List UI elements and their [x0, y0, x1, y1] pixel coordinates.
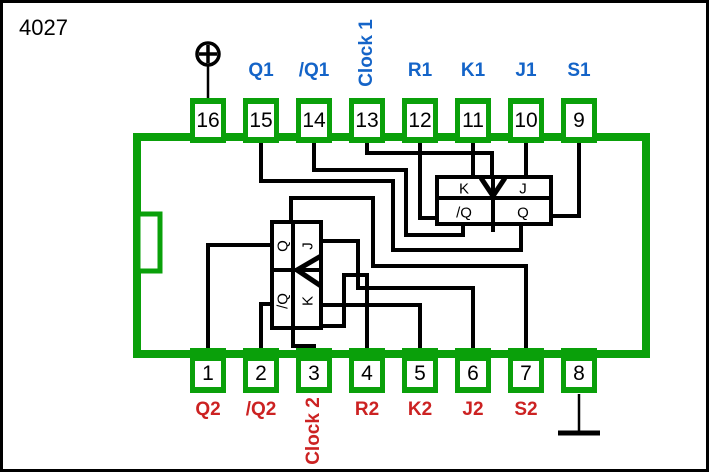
- wire-nq2: [259, 302, 272, 350]
- pin-number-12: 12: [407, 104, 433, 137]
- pin-3: 3: [296, 348, 332, 393]
- pin-label-r1: R1: [407, 60, 433, 81]
- pin-number-2: 2: [248, 361, 274, 387]
- pin-12: 12: [402, 98, 438, 143]
- flipflop2-box: Q J /Q K: [270, 220, 323, 330]
- pin-2: 2: [243, 348, 279, 393]
- pin-number-11: 11: [460, 104, 486, 137]
- wire-r1: [418, 141, 437, 220]
- pin-number-15: 15: [248, 104, 274, 137]
- pin-label-q1: Q1: [248, 60, 274, 81]
- pin-label-r2: R2: [354, 399, 380, 420]
- wire-q2: [206, 243, 272, 350]
- pin-number-13: 13: [354, 104, 380, 137]
- flipflop1-box: K J /Q Q: [435, 175, 553, 226]
- flipflop2-cell-nq: /Q: [275, 293, 292, 309]
- pin-label-s1: S1: [567, 60, 591, 81]
- pin-label--q1: /Q1: [298, 60, 330, 81]
- flipflop2-clock-triangle-icon: [292, 253, 323, 289]
- flipflop1-cell-k: K: [459, 181, 469, 198]
- power-icon: [195, 41, 221, 98]
- pin-number-10: 10: [513, 104, 539, 137]
- flipflop1-cell-nq: /Q: [456, 205, 472, 222]
- pin-9: 9: [561, 98, 597, 143]
- wire-j2: [321, 239, 475, 350]
- pin-label-j1: J1: [515, 60, 537, 81]
- flipflop2-cell-q: Q: [275, 240, 292, 252]
- pin-label-clock-1: Clock 1: [356, 19, 377, 87]
- pin-label--q2: /Q2: [245, 399, 277, 420]
- flipflop2-cell-j: J: [300, 242, 317, 250]
- pin-number-6: 6: [460, 361, 486, 387]
- pin-13: 13: [349, 98, 385, 143]
- pin-number-14: 14: [301, 104, 327, 137]
- pin-number-7: 7: [513, 361, 539, 387]
- pin-number-4: 4: [354, 361, 380, 387]
- pin-label-j2: J2: [462, 399, 484, 420]
- pin-label-k1: K1: [460, 60, 486, 81]
- wire-clock1: [365, 141, 494, 177]
- pin-8: 8: [561, 348, 597, 393]
- pin-16: 16: [190, 98, 226, 143]
- flipflop1-clock-triangle-icon: [478, 176, 508, 201]
- pin-number-1: 1: [195, 361, 221, 387]
- wire-q1: [259, 141, 523, 252]
- pin-1: 1: [190, 348, 226, 393]
- wire-k2: [321, 303, 422, 350]
- ground-icon: [558, 394, 600, 436]
- flipflop1-cell-j: J: [519, 181, 527, 198]
- pin-number-8: 8: [566, 361, 592, 387]
- wire-s2: [289, 196, 528, 350]
- pin-10: 10: [508, 98, 544, 143]
- pin-label-k2: K2: [407, 399, 433, 420]
- pin-5: 5: [402, 348, 438, 393]
- wire-nq1: [312, 141, 465, 237]
- pin-label-q2: Q2: [195, 399, 221, 420]
- pin-14: 14: [296, 98, 332, 143]
- pin-6: 6: [455, 348, 491, 393]
- pin-label-clock-2: Clock 2: [303, 397, 324, 465]
- pin-7: 7: [508, 348, 544, 393]
- flipflop2-cell-k: K: [300, 296, 317, 306]
- pin-11: 11: [455, 98, 491, 143]
- pin-number-9: 9: [566, 104, 592, 137]
- pin-label-s2: S2: [514, 399, 538, 420]
- wires-group: [206, 141, 581, 350]
- pin-15: 15: [243, 98, 279, 143]
- pin-number-16: 16: [195, 104, 221, 137]
- pin-number-3: 3: [301, 361, 327, 387]
- ic-notch: [135, 211, 163, 274]
- schematic-layer: K J /Q Q Q J /Q K: [133, 41, 650, 436]
- chip-title: 4027: [19, 15, 68, 40]
- wire-r2: [321, 273, 369, 350]
- pin-number-5: 5: [407, 361, 433, 387]
- flipflop1-cell-q: Q: [517, 205, 529, 222]
- pin-4: 4: [349, 348, 385, 393]
- wire-s1: [551, 141, 581, 218]
